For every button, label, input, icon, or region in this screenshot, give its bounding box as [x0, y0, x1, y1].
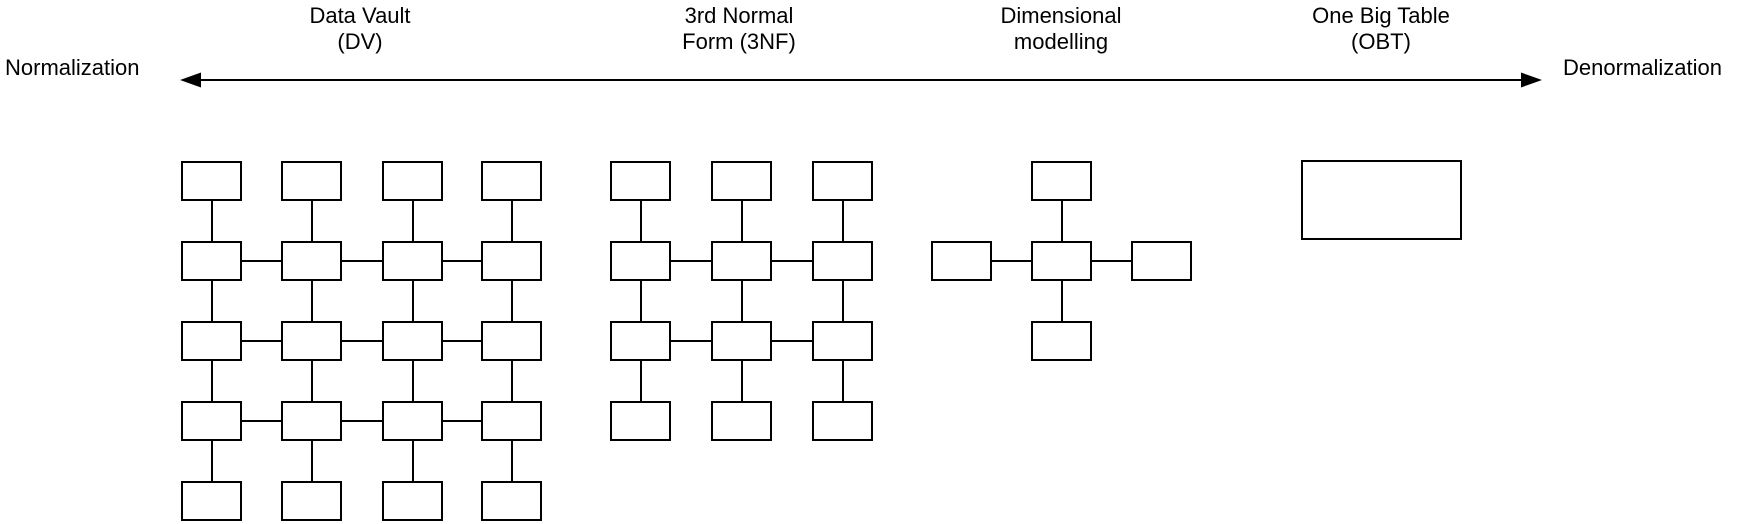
data-vault-h-connector: [443, 260, 481, 262]
category-label-line: (OBT): [1351, 29, 1411, 54]
data-vault-box-r5-c1: [181, 481, 242, 521]
data-vault-box-r5-c3: [382, 481, 443, 521]
data-vault-box-r2-c4: [481, 241, 542, 281]
category-label-line: (DV): [337, 29, 383, 54]
data-vault-box-r2-c2: [281, 241, 342, 281]
dimensional-modelling-v-connector: [1060, 201, 1063, 241]
data-vault-box-r3-c2: [281, 321, 342, 361]
data-vault-h-connector: [242, 260, 281, 262]
data-vault-v-connector: [411, 441, 414, 481]
third-normal-form-v-connector: [740, 281, 743, 321]
third-normal-form-v-connector: [740, 361, 743, 401]
data-vault-h-connector: [342, 340, 382, 342]
category-label-line: 3rd Normal: [684, 3, 794, 28]
third-normal-form-box-r2-c1: [610, 241, 671, 281]
data-vault-box-r3-c1: [181, 321, 242, 361]
data-vault-v-connector: [310, 441, 313, 481]
data-vault-v-connector: [310, 281, 313, 321]
data-vault-v-connector: [411, 201, 414, 241]
label-normalization: Normalization: [5, 55, 140, 80]
third-normal-form-box-r4-c2: [711, 401, 772, 441]
one-big-table-box: [1301, 160, 1462, 240]
data-vault-v-connector: [510, 201, 513, 241]
data-vault-v-connector: [510, 441, 513, 481]
data-vault-v-connector: [310, 361, 313, 401]
third-normal-form-box-r2-c2: [711, 241, 772, 281]
third-normal-form-h-connector: [772, 260, 812, 262]
third-normal-form-box-r1-c1: [610, 161, 671, 201]
dimensional-modelling-h-connector: [992, 260, 1031, 262]
data-vault-box-r4-c3: [382, 401, 443, 441]
data-vault-v-connector: [510, 281, 513, 321]
dimensional-modelling-dim-box-bottom: [1031, 321, 1092, 361]
third-normal-form-v-connector: [841, 201, 844, 241]
data-vault-v-connector: [210, 441, 213, 481]
data-vault-v-connector: [310, 201, 313, 241]
data-vault-box-r1-c3: [382, 161, 443, 201]
category-label-data-vault: Data Vault(DV): [309, 3, 410, 55]
data-vault-h-connector: [443, 340, 481, 342]
third-normal-form-box-r4-c1: [610, 401, 671, 441]
third-normal-form-box-r4-c3: [812, 401, 873, 441]
third-normal-form-v-connector: [841, 361, 844, 401]
data-vault-box-r3-c4: [481, 321, 542, 361]
data-vault-box-r4-c2: [281, 401, 342, 441]
third-normal-form-h-connector: [671, 260, 711, 262]
data-vault-v-connector: [510, 361, 513, 401]
third-normal-form-h-connector: [671, 340, 711, 342]
third-normal-form-box-r3-c2: [711, 321, 772, 361]
third-normal-form-v-connector: [841, 281, 844, 321]
third-normal-form-box-r1-c2: [711, 161, 772, 201]
data-vault-box-r2-c1: [181, 241, 242, 281]
third-normal-form-v-connector: [639, 201, 642, 241]
data-vault-v-connector: [210, 281, 213, 321]
label-denormalization: Denormalization: [1563, 55, 1722, 80]
category-label-line: One Big Table: [1312, 3, 1450, 28]
category-label-line: Form (3NF): [682, 29, 796, 54]
category-label-line: Dimensional: [1000, 3, 1122, 28]
data-vault-box-r3-c3: [382, 321, 443, 361]
category-label-one-big-table: One Big Table(OBT): [1312, 3, 1450, 55]
data-vault-box-r4-c1: [181, 401, 242, 441]
data-vault-h-connector: [242, 420, 281, 422]
data-vault-h-connector: [342, 260, 382, 262]
data-vault-h-connector: [443, 420, 481, 422]
data-vault-box-r2-c3: [382, 241, 443, 281]
third-normal-form-h-connector: [772, 340, 812, 342]
dimensional-modelling-dim-box-top: [1031, 161, 1092, 201]
dimensional-modelling-dim-box-left: [931, 241, 992, 281]
data-vault-box-r1-c1: [181, 161, 242, 201]
data-vault-box-r1-c2: [281, 161, 342, 201]
data-vault-box-r5-c2: [281, 481, 342, 521]
third-normal-form-box-r3-c1: [610, 321, 671, 361]
dimensional-modelling-dim-box-right: [1131, 241, 1192, 281]
data-vault-v-connector: [210, 201, 213, 241]
data-vault-v-connector: [210, 361, 213, 401]
dimensional-modelling-h-connector: [1092, 260, 1131, 262]
category-label-line: Data Vault: [309, 3, 411, 28]
third-normal-form-box-r1-c3: [812, 161, 873, 201]
dimensional-modelling-fact-box: [1031, 241, 1092, 281]
third-normal-form-box-r2-c3: [812, 241, 873, 281]
data-vault-v-connector: [411, 281, 414, 321]
data-vault-box-r4-c4: [481, 401, 542, 441]
data-vault-h-connector: [342, 420, 382, 422]
third-normal-form-box-r3-c3: [812, 321, 873, 361]
data-vault-box-r1-c4: [481, 161, 542, 201]
third-normal-form-v-connector: [639, 281, 642, 321]
data-vault-box-r5-c4: [481, 481, 542, 521]
data-vault-v-connector: [411, 361, 414, 401]
category-label-line: modelling: [1013, 29, 1109, 54]
third-normal-form-v-connector: [740, 201, 743, 241]
dimensional-modelling-v-connector: [1060, 281, 1063, 321]
third-normal-form-v-connector: [639, 361, 642, 401]
data-vault-h-connector: [242, 340, 281, 342]
